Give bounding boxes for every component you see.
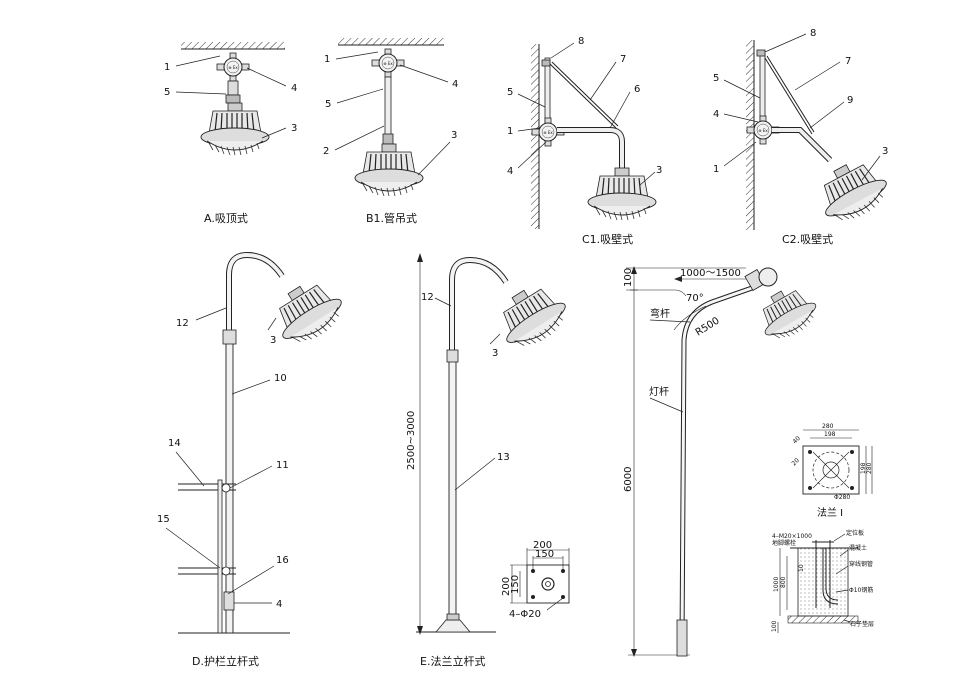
callout-4: 4: [452, 79, 458, 90]
dim-fl1-20: 20: [790, 457, 800, 467]
ceiling-hatch: [181, 42, 285, 49]
dim-flange-w-outer: 200: [533, 540, 552, 551]
callout-1: 1: [713, 164, 719, 175]
callout-3: 3: [270, 335, 276, 346]
callout-1: 1: [507, 126, 513, 137]
dim-fl1-40: 40: [791, 435, 801, 445]
label-fd-gravel: 石子垫层: [850, 620, 874, 628]
dim-flange-h-inner: 150: [510, 575, 521, 594]
callout-15: 15: [157, 514, 170, 525]
label-fd-concrete: 混凝土: [849, 544, 867, 552]
callout-8: 8: [810, 28, 816, 39]
dim-flange-w-inner: 150: [535, 549, 554, 560]
callout-1: 1: [324, 54, 330, 65]
dim-fl1-h280: 280: [866, 462, 873, 474]
caption-b1: B1.管吊式: [366, 211, 417, 225]
dim-fl1-280: 280: [822, 423, 834, 430]
callout-14: 14: [168, 438, 181, 449]
callout-4: 4: [713, 109, 719, 120]
caption-d: D.护栏立杆式: [192, 654, 259, 668]
figure-a-ceiling-mount: 1 5 4 3 A.吸顶式: [164, 42, 297, 225]
caption-c2: C2.吸壁式: [782, 232, 833, 246]
callout-5: 5: [507, 87, 513, 98]
figure-d-guardrail-pole: 12 3 10 14 11 15 16 4 D.护栏立杆式: [157, 251, 351, 668]
label-bent-arm: 弯杆: [650, 307, 670, 320]
caption-flange-i: 法兰 I: [817, 506, 843, 519]
figure-e-flange-pole: 2500~3000 12 3 13 200 150: [406, 253, 575, 668]
dim-e-height: 2500~3000: [406, 411, 417, 470]
callout-8: 8: [578, 36, 584, 47]
label-pole: 灯杆: [649, 386, 669, 398]
dim-pole-height: 6000: [623, 467, 634, 492]
callout-4: 4: [507, 166, 513, 177]
callout-6: 6: [634, 84, 640, 95]
callout-5: 5: [713, 73, 719, 84]
dim-arm-reach: 1000～1500: [680, 268, 741, 279]
figure-c1-wall-mount: 8 7 5 6 1 4 3 C1.吸壁式: [507, 36, 662, 246]
callout-12: 12: [176, 318, 189, 329]
label-fd-conduit: 穿线钢管: [849, 560, 873, 568]
dim-fl1-hole: Φ280: [834, 494, 850, 501]
dim-fl1-h198: 198: [860, 462, 867, 474]
ceiling-hatch: [338, 38, 444, 45]
label-fd-rebar: Φ10钢筋: [849, 586, 873, 594]
figure-foundation-section: 1000 800 100 10 4–M20×1000 地脚螺栓 定位板 混凝土 …: [771, 529, 874, 633]
callout-13: 13: [497, 452, 510, 463]
callout-3: 3: [492, 348, 498, 359]
figure-flange-i: 280 198 198 280 40 20 Φ280 法兰 I: [790, 423, 873, 519]
callout-12: 12: [421, 292, 434, 303]
callout-1: 1: [164, 62, 170, 73]
callout-11: 11: [276, 460, 289, 471]
dim-fd-10: 10: [798, 564, 805, 572]
callout-3: 3: [451, 130, 457, 141]
callout-4: 4: [276, 599, 282, 610]
callout-5: 5: [164, 87, 170, 98]
figure-tall-pole: 100 6000 1000～1500 70° R500 弯杆 灯杆: [623, 266, 824, 657]
figure-c2-wall-mount: 8 7 5 9 4 1 3 C2.吸壁式: [713, 28, 896, 246]
wall-hatch: [531, 44, 539, 229]
callout-7: 7: [845, 56, 851, 67]
label-fd-fixplate: 定位板: [846, 529, 864, 537]
flange-plan-e: 200 150 200 150 4–Φ20: [501, 540, 570, 620]
callout-10: 10: [274, 373, 287, 384]
dim-flange-holes: 4–Φ20: [509, 609, 541, 620]
label-fd-bolts: 4–M20×1000: [772, 533, 812, 540]
dim-fd-800: 800: [780, 576, 787, 588]
callout-7: 7: [620, 54, 626, 65]
callout-2: 2: [323, 146, 329, 157]
dim-fl1-198: 198: [824, 431, 836, 438]
caption-e: E.法兰立杆式: [420, 654, 485, 668]
wall-hatch: [746, 40, 754, 230]
callout-16: 16: [276, 555, 289, 566]
callout-3: 3: [291, 123, 297, 134]
dim-flange-h-outer: 200: [501, 577, 512, 596]
callout-9: 9: [847, 95, 853, 106]
dim-fd-100: 100: [771, 620, 778, 632]
dim-arm-radius: R500: [694, 315, 722, 338]
figure-b1-pipe-pendant: 1 4 5 2 3 B1.管吊式: [323, 38, 458, 225]
dim-pole-top: 100: [623, 268, 634, 287]
label-fd-anchor: 地脚螺栓: [772, 539, 796, 547]
callout-3: 3: [656, 165, 662, 176]
caption-c1: C1.吸壁式: [582, 232, 633, 246]
callout-3: 3: [882, 146, 888, 157]
dim-arm-angle: 70°: [686, 293, 704, 304]
dim-fd-1000: 1000: [773, 577, 780, 592]
caption-a: A.吸顶式: [204, 212, 248, 225]
tall-pole-luminaire: [744, 267, 824, 348]
callout-5: 5: [325, 99, 331, 110]
callout-4: 4: [291, 83, 297, 94]
